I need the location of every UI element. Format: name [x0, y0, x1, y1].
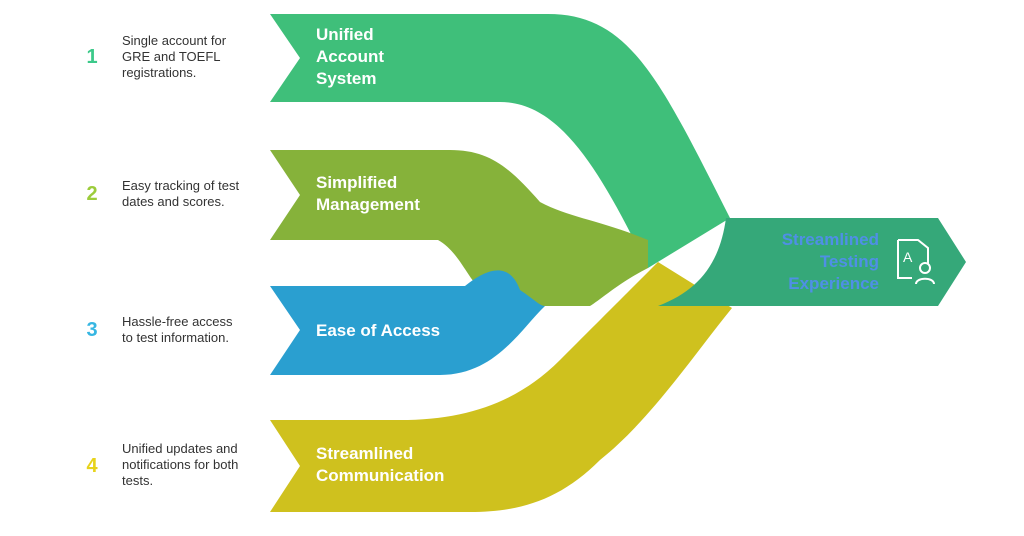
result-arrow [658, 218, 966, 306]
result-title: Streamlined Testing Experience [781, 230, 879, 293]
band-title-2: Simplified Management [316, 173, 420, 214]
step-number-2: 2 [86, 183, 98, 205]
test-user-icon: A [897, 239, 935, 285]
band-simplified-management [270, 150, 648, 306]
band-title-4: Streamlined Communication [316, 444, 445, 485]
step-number-1: 1 [86, 46, 98, 68]
band-streamlined-communication [270, 262, 732, 512]
step-description-3: Hassle-free access to test information. [122, 314, 233, 345]
step-description-2: Easy tracking of test dates and scores. [122, 178, 240, 209]
band-unified-account-system [270, 14, 730, 268]
icon-letter: A [903, 249, 913, 265]
band-ease-of-access [270, 270, 545, 375]
band-title-3: Ease of Access [316, 321, 441, 340]
step-number-3: 3 [86, 319, 98, 341]
band-title-1: Unified Account System [316, 25, 384, 88]
step-number-4: 4 [86, 455, 98, 477]
step-description-1: Single account for GRE and TOEFL registr… [122, 33, 227, 80]
step-description-4: Unified updates and notifications for bo… [122, 441, 239, 488]
